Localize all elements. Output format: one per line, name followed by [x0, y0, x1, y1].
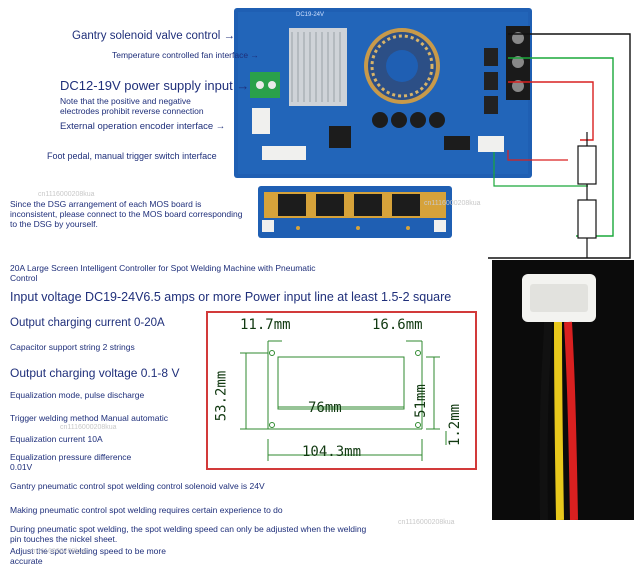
label-foot-pedal: Foot pedal, manual trigger switch interf… — [47, 151, 217, 161]
spec-equalization-mode: Equalization mode, pulse discharge — [10, 390, 145, 400]
dimension-frame — [206, 311, 477, 470]
dim-top-left: 11.7mm — [240, 317, 291, 333]
watermark: cn1116000208kua — [60, 424, 117, 431]
dim-left-height: 53.2mm — [213, 370, 230, 422]
watermark: cn1116000208kua — [30, 548, 87, 555]
label-fan-interface: Temperature controlled fan interface → — [112, 50, 259, 60]
label-gantry-valve: Gantry solenoid valve control → — [72, 30, 235, 42]
label-polarity-note: Note that the positive and negative elec… — [60, 96, 204, 116]
spec-adjust-note: Adjust the spot welding speed to be more… — [10, 546, 166, 566]
pcb-board-illustration — [234, 8, 532, 178]
mos-board-photo — [258, 186, 452, 238]
pcb-photo — [234, 8, 532, 178]
board-silkscreen-text: DC19-24V — [296, 12, 325, 18]
spec-charging-current: Output charging current 0-20A — [10, 317, 165, 329]
cable-photo — [492, 260, 634, 521]
dimension-drawing — [240, 340, 447, 461]
spec-experience-note: Making pneumatic control spot welding re… — [10, 505, 283, 515]
spec-trigger-method: Trigger welding method Manual automatic — [10, 413, 168, 423]
spec-input-voltage: Input voltage DC19-24V6.5 amps or more P… — [10, 290, 452, 304]
wiring-diagram — [488, 33, 631, 259]
spec-capacitor-support: Capacitor support string 2 strings — [10, 342, 135, 352]
dim-right-height: 51mm — [412, 384, 429, 418]
spec-equalization-pressure: Equalization pressure difference 0.01V — [10, 452, 132, 472]
watermark: cn1116000208kua — [398, 519, 455, 526]
dim-edge: 1.2mm — [447, 403, 464, 447]
dim-inner-width: 76mm — [308, 400, 342, 416]
dim-total-width: 104.3mm — [302, 444, 362, 460]
dim-top-right: 16.6mm — [372, 317, 423, 333]
spec-speed-note: During pneumatic spot welding, the spot … — [10, 524, 367, 544]
spec-charging-voltage: Output charging voltage 0.1-8 V — [10, 366, 180, 380]
spec-gantry-voltage: Gantry pneumatic control spot welding co… — [10, 481, 265, 491]
connector-cable-illustration — [522, 274, 596, 521]
label-power-input: DC12-19V power supply input → — [60, 78, 250, 93]
spec-equalization-current: Equalization current 10A — [10, 434, 103, 444]
watermark: cn1116000208kua — [38, 191, 95, 198]
watermark: cn1116000208kua — [424, 200, 481, 207]
spec-product-title: 20A Large Screen Intelligent Controller … — [10, 263, 316, 283]
label-encoder-interface: External operation encoder interface → — [60, 121, 226, 132]
dsg-note: Since the DSG arrangement of each MOS bo… — [10, 199, 243, 229]
